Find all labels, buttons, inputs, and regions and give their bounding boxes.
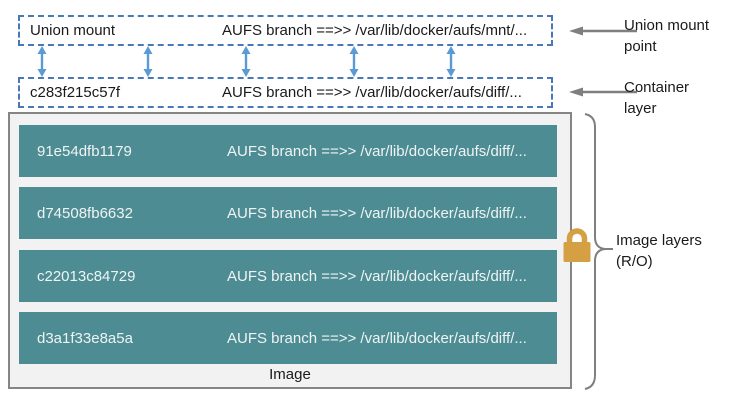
mount-sync-arrow	[446, 46, 456, 77]
image-layer-row: d3a1f33e8a5a AUFS branch ==>> /var/lib/d…	[19, 312, 557, 364]
layer-branch-path: AUFS branch ==>> /var/lib/docker/aufs/di…	[227, 267, 527, 285]
union-mount-branch-path: AUFS branch ==>> /var/lib/docker/aufs/mn…	[222, 22, 528, 39]
image-layers-brace	[584, 113, 613, 390]
image-layer-row: d74508fb6632 AUFS branch ==>> /var/lib/d…	[19, 187, 557, 239]
layer-branch-path: AUFS branch ==>> /var/lib/docker/aufs/di…	[227, 204, 527, 222]
container-layer-pointer-arrow	[569, 87, 637, 97]
image-layer-row: c22013c84729 AUFS branch ==>> /var/lib/d…	[19, 250, 557, 302]
container-layer-box: c283f215c57f AUFS branch ==>> /var/lib/d…	[18, 77, 553, 108]
image-layers-label: Image layers (R/O)	[616, 232, 702, 270]
union-mount-point-label: Union mount point	[624, 17, 710, 55]
container-id: c283f215c57f	[30, 84, 121, 101]
layer-id: d3a1f33e8a5a	[37, 329, 133, 347]
mount-sync-arrow	[241, 46, 251, 77]
image-box: 91e54dfb1179 AUFS branch ==>> /var/lib/d…	[8, 112, 572, 389]
container-layer-label: Container layer	[624, 79, 690, 117]
image-layer-row: 91e54dfb1179 AUFS branch ==>> /var/lib/d…	[19, 125, 557, 177]
layer-id: 91e54dfb1179	[37, 142, 132, 160]
mount-sync-arrow	[143, 46, 153, 77]
union-mount-label: Union mount	[30, 22, 116, 39]
lock-icon	[563, 228, 591, 262]
union-mount-box: Union mount AUFS branch ==>> /var/lib/do…	[18, 15, 553, 46]
container-branch-path: AUFS branch ==>> /var/lib/docker/aufs/di…	[222, 84, 522, 101]
layer-id: d74508fb6632	[37, 204, 133, 222]
layer-id: c22013c84729	[37, 267, 136, 285]
union-mount-pointer-arrow	[569, 26, 637, 36]
mount-sync-arrow	[37, 46, 47, 77]
image-caption: Image	[269, 366, 311, 383]
layer-branch-path: AUFS branch ==>> /var/lib/docker/aufs/di…	[227, 329, 527, 347]
layer-branch-path: AUFS branch ==>> /var/lib/docker/aufs/di…	[227, 142, 527, 160]
mount-sync-arrow	[349, 46, 359, 77]
